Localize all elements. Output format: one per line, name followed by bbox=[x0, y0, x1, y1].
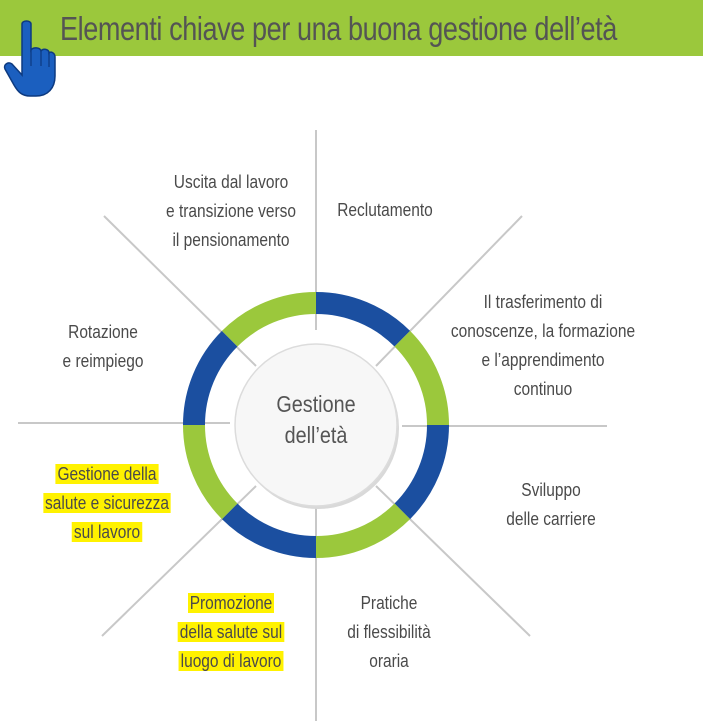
header-bar bbox=[0, 0, 703, 56]
label-trasferimento: Il trasferimento di conoscenze, la forma… bbox=[441, 288, 646, 404]
label-line-text: sul lavoro bbox=[72, 522, 142, 542]
label-uscita: Uscita dal lavoro e transizione verso il… bbox=[151, 168, 311, 255]
label-line: Il trasferimento di bbox=[483, 292, 603, 312]
ring-segment-ws bbox=[182, 424, 238, 520]
label-line: continuo bbox=[513, 379, 573, 399]
label-line-text: della salute sul bbox=[178, 622, 284, 642]
center-label: Gestione dell’età bbox=[247, 389, 385, 451]
ring-segments bbox=[182, 291, 450, 559]
label-line: Rotazione bbox=[68, 322, 138, 342]
label-line: della salute sul bbox=[165, 618, 297, 647]
label-line-text: Gestione della bbox=[55, 464, 159, 484]
label-line: Promozione bbox=[165, 589, 297, 618]
label-line: Pratiche bbox=[360, 593, 418, 613]
label-reclutamento: Reclutamento bbox=[327, 196, 442, 225]
ring-segment-en bbox=[394, 330, 450, 426]
ring-segment-sw bbox=[221, 503, 317, 559]
label-line: Sviluppo bbox=[521, 480, 581, 500]
label-line: il pensionamento bbox=[172, 230, 290, 250]
center-label-line: Gestione bbox=[276, 391, 356, 417]
label-line: e reimpiego bbox=[62, 351, 144, 371]
label-line-text: salute e sicurezza bbox=[43, 493, 171, 513]
center-label-line: dell’età bbox=[284, 422, 348, 448]
label-pratiche: Pratiche di flessibilità oraria bbox=[331, 589, 446, 676]
label-line: Gestione della bbox=[36, 460, 179, 489]
ring-segment-se bbox=[315, 503, 411, 559]
label-line: Uscita dal lavoro bbox=[173, 172, 289, 192]
label-salute-sicurezza: Gestione della salute e sicurezza sul la… bbox=[36, 460, 179, 547]
label-promozione: Promozione della salute sul luogo di lav… bbox=[165, 589, 297, 676]
label-line: delle carriere bbox=[506, 509, 596, 529]
label-rotazione: Rotazione e reimpiego bbox=[51, 318, 156, 376]
label-line-text: luogo di lavoro bbox=[178, 651, 284, 671]
label-line: e l’apprendimento bbox=[481, 350, 605, 370]
label-line-text: Promozione bbox=[187, 593, 275, 613]
center-circle bbox=[234, 343, 398, 507]
ring-segment-ne bbox=[315, 291, 411, 347]
label-line: e transizione verso bbox=[166, 201, 296, 221]
page-title: Elementi chiave per una buona gestione d… bbox=[60, 10, 617, 47]
label-line: di flessibilità bbox=[347, 622, 431, 642]
ring-segment-es bbox=[394, 424, 450, 520]
pointing-hand-icon bbox=[3, 20, 56, 97]
label-line: oraria bbox=[369, 651, 409, 671]
label-line: salute e sicurezza bbox=[36, 489, 179, 518]
label-line: Reclutamento bbox=[337, 200, 433, 220]
label-line: conoscenze, la formazione bbox=[450, 321, 636, 341]
label-sviluppo: Sviluppo delle carriere bbox=[488, 476, 614, 534]
ring-segment-wn bbox=[182, 330, 238, 426]
ring-segment-nw bbox=[221, 291, 317, 347]
label-line: luogo di lavoro bbox=[165, 647, 297, 676]
label-line: sul lavoro bbox=[36, 518, 179, 547]
